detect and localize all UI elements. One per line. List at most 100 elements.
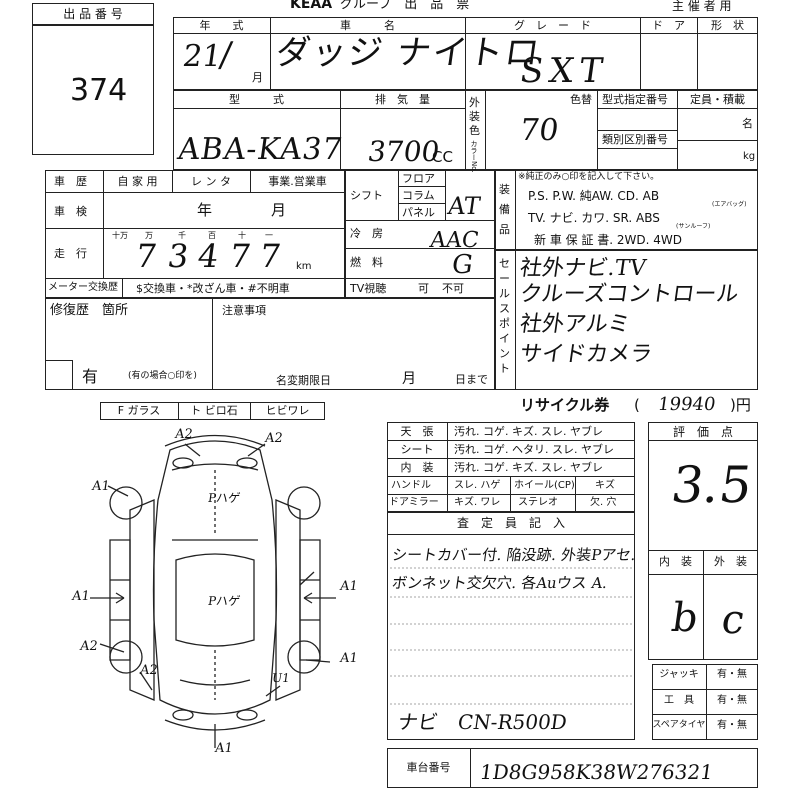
equipment-row1: P.S. P.W. 純AW. CD. AB xyxy=(528,189,660,203)
equipment-label: 装備品 xyxy=(499,183,510,236)
inspection-label: 車 検 xyxy=(54,205,87,218)
inspector-block xyxy=(387,512,635,740)
mileage-label: 走 行 xyxy=(54,247,87,260)
inspector-navi: ナビ CN-R500D xyxy=(396,710,569,734)
wheel-options: キズ xyxy=(595,480,615,491)
glass-label: F ガラス xyxy=(117,404,161,417)
organizer-label: 主 催 者 用 xyxy=(672,0,732,13)
name-change-month: 月 xyxy=(402,371,416,387)
condition-table xyxy=(387,422,635,512)
repair-value: 有 xyxy=(82,367,99,386)
sunroof-sub: (サンルーフ) xyxy=(676,223,711,230)
history-private: 自 家 用 xyxy=(117,175,158,188)
handle-options: スレ. ハゲ xyxy=(454,480,501,491)
digit-label-1k: 千 xyxy=(178,231,186,240)
color-no-label: カラーNo. xyxy=(470,140,478,173)
recycle-label: リサイクル券 xyxy=(520,396,610,414)
meter-exchange-options: $交換車・*改ざん車・#不明車 xyxy=(136,282,290,295)
ac-label: 冷 房 xyxy=(350,227,383,240)
repair-block xyxy=(45,298,495,390)
wheel-label: ホイール(CP) xyxy=(514,480,575,491)
seat-label: シート xyxy=(400,443,434,456)
name-change-day: 日まで xyxy=(455,373,488,386)
spare-tire-value: 有・無 xyxy=(717,720,747,731)
name-change-label: 名変期限日 xyxy=(276,374,331,387)
tools-value: 有・無 xyxy=(717,695,747,706)
inspection-year: 年 xyxy=(197,201,213,219)
cc-unit: CC xyxy=(432,148,453,166)
jack-value: 有・無 xyxy=(717,669,747,680)
type-cert-label: 型式指定番号 xyxy=(602,93,668,106)
car-name-label: 車 名 xyxy=(340,19,395,32)
door-label: ド ア xyxy=(652,19,685,32)
rating-score: 3.5 xyxy=(667,456,756,514)
km-unit: km xyxy=(296,261,312,272)
exterior-color-label: 外装色 xyxy=(469,96,480,137)
sales-point-label: セールスポイント xyxy=(499,257,510,375)
chassis-value: 1D8G958K38W276321 xyxy=(478,760,715,784)
brand-logo: KEAA xyxy=(290,0,333,12)
ceiling-options: 汚れ. コゲ. キズ. スレ. ヤブレ xyxy=(454,425,603,438)
capacity-unit: 名 xyxy=(742,117,753,130)
month-suffix: 月 xyxy=(252,71,263,84)
mirror-label: ドアミラー xyxy=(389,497,439,508)
shape-label: 形 状 xyxy=(711,19,744,32)
floor-label: フロア xyxy=(402,172,435,185)
glass-crack: ヒビワレ xyxy=(265,404,310,417)
repair-label: 修復歴 箇所 xyxy=(50,303,129,318)
equipment-note: ※純正のみ○印を記入して下さい。 xyxy=(518,172,660,182)
panel-label: パネル xyxy=(402,206,435,219)
tv-no: 不可 xyxy=(442,282,464,295)
digit-label-100k: 十万 xyxy=(112,231,128,240)
sales-point-block xyxy=(495,250,758,390)
lot-number-value: 374 xyxy=(70,73,128,108)
grade-label: グ レ ー ド xyxy=(514,19,591,32)
handle-label: ハンドル xyxy=(391,480,431,491)
jack-label: ジャッキ xyxy=(659,669,699,680)
digit-label-10k: 万 xyxy=(145,231,153,240)
repair-hint: (有の場合○印を) xyxy=(128,371,197,381)
accessories-table xyxy=(652,664,758,740)
history-label: 車 歴 xyxy=(54,175,87,188)
ceiling-label: 天 張 xyxy=(400,425,434,438)
capacity-label: 定員・積載 xyxy=(690,93,745,106)
seat-options: 汚れ. コゲ. ヘタリ. スレ. ヤブレ xyxy=(454,443,614,456)
history-block xyxy=(45,170,345,298)
category-label: 類別区別番号 xyxy=(602,133,668,146)
column-label: コラム xyxy=(402,189,435,202)
inspector-label: 査 定 員 記 入 xyxy=(456,516,565,530)
history-business: 事業.営業車 xyxy=(268,175,327,188)
glass-row xyxy=(100,402,325,420)
exterior-grade-label: 外 装 xyxy=(714,555,747,568)
mirror-options: キズ. ワレ xyxy=(454,497,501,508)
glass-chip: ト ビロ石 xyxy=(190,404,238,417)
equipment-row2: TV. ナビ. カワ. SR. ABS xyxy=(528,211,660,225)
tv-viewing-label: TV視聴 xyxy=(350,282,387,295)
interior-options: 汚れ. コゲ. キズ. スレ. ヤブレ xyxy=(454,461,603,474)
airbag-sub: (エアバッグ) xyxy=(712,201,747,208)
digit-label-10: 十 xyxy=(238,231,246,240)
fuel-label: 燃 料 xyxy=(350,256,383,269)
lot-number-box xyxy=(32,3,154,155)
interior-label: 内 装 xyxy=(400,461,434,474)
color-change-label: 色替 xyxy=(570,93,592,106)
inspector-line-1: シートカバー付. 陥没跡. 外装Pアセ. xyxy=(390,546,637,564)
notes-label: 注意事項 xyxy=(222,304,266,317)
equipment-block xyxy=(495,170,758,250)
stereo-options: 欠. 穴 xyxy=(590,497,617,508)
digit-label-100: 百 xyxy=(208,231,216,240)
lot-number-label: 出 品 番 号 xyxy=(63,7,123,21)
model-label: 型 式 xyxy=(229,93,284,106)
equipment-row3: 新 車 保 証 書. 2WD. 4WD xyxy=(534,233,682,247)
inspection-month: 月 xyxy=(271,201,287,219)
year-label: 年 式 xyxy=(199,19,244,32)
recycle-unit: )円 xyxy=(730,396,751,414)
stereo-label: ステレオ xyxy=(518,497,558,508)
inspector-line-2: ボンネット交欠穴. 各Auウス A. xyxy=(390,574,609,592)
chassis-label: 車台番号 xyxy=(406,761,451,774)
digit-label-1: 一 xyxy=(265,231,273,240)
history-rental: レ ン タ xyxy=(191,175,231,188)
rating-label: 評 価 点 xyxy=(672,425,733,439)
interior-grade-label: 内 装 xyxy=(659,555,692,568)
